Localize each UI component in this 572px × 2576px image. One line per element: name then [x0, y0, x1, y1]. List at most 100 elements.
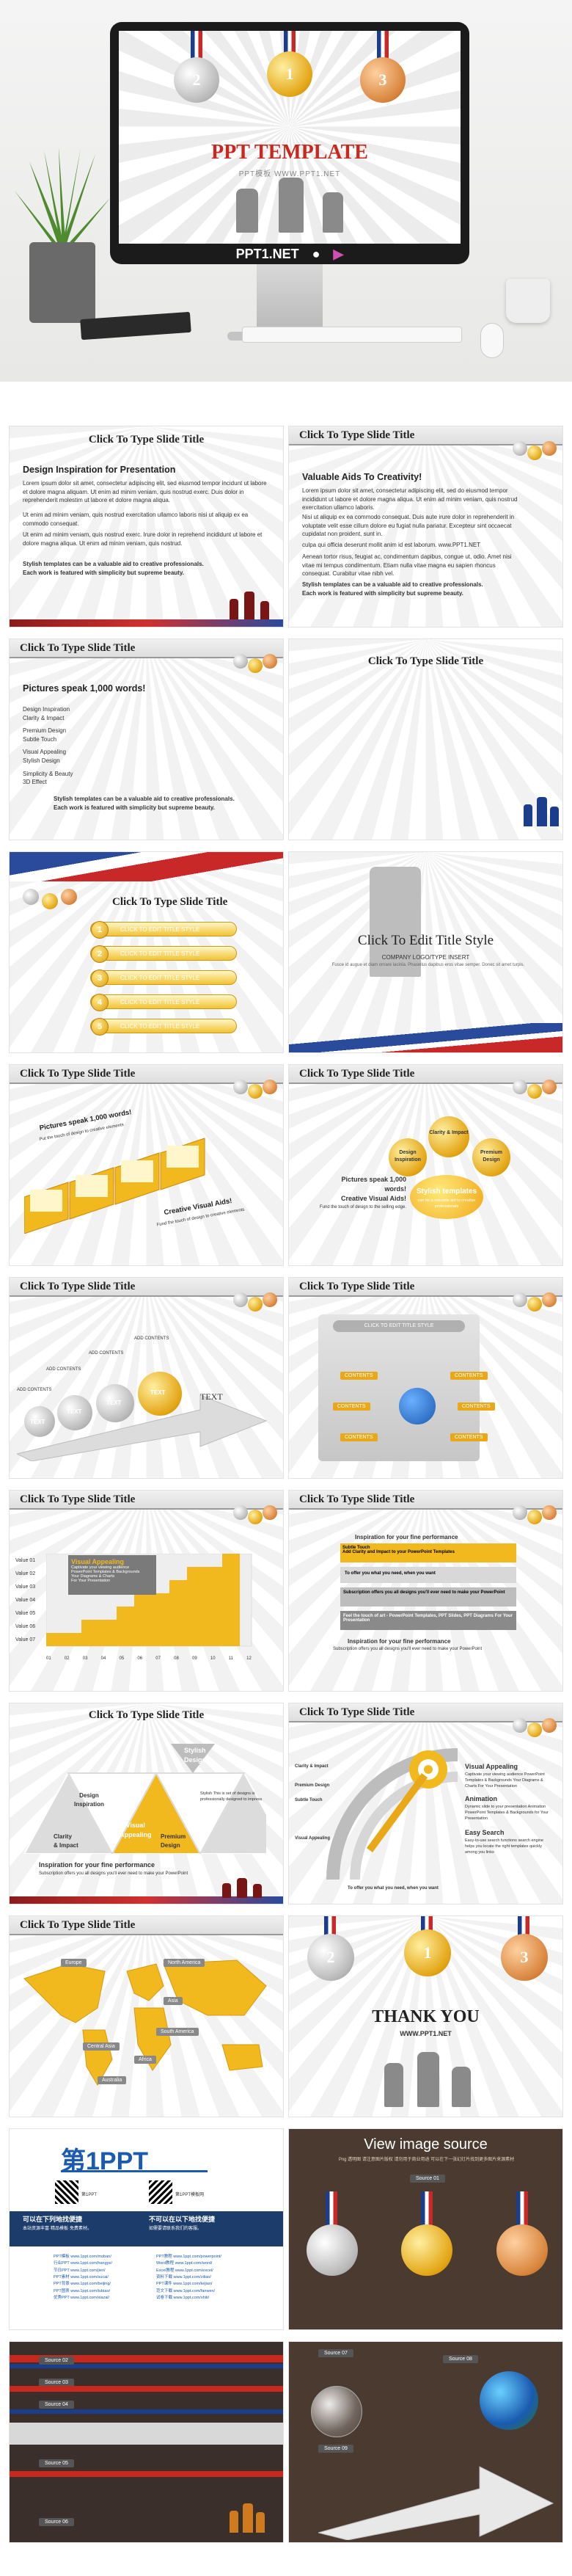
- gray-band: [10, 2423, 283, 2445]
- row-label: Value 05: [15, 1611, 36, 1616]
- stripe: [10, 2409, 283, 2414]
- footer-heading: Inspiration for your fine performance: [348, 1638, 451, 1645]
- winner-figure: [524, 804, 532, 826]
- slide-title: Click To Type Slide Title: [299, 1706, 415, 1718]
- plant-icon: [15, 147, 110, 257]
- slide-12[interactable]: Click To Type Slide Title Inspiration fo…: [288, 1490, 563, 1692]
- image-source-slide[interactable]: View image source Png 透明图 请注意图片版权 请勿用于商业…: [288, 2128, 563, 2330]
- slide-15[interactable]: Click To Type Slide Title Europe North A…: [9, 1915, 284, 2117]
- left-label: Visual Appealing: [295, 1836, 331, 1841]
- slide-2[interactable]: Click To Type Slide Title Valuable Aids …: [288, 426, 563, 627]
- row-label: Value 03: [15, 1584, 36, 1590]
- center-sub: can be a valuable aid to creative profes…: [417, 1198, 476, 1209]
- slide-6[interactable]: Click To Edit Title Style COMPANY LOGO/T…: [288, 851, 563, 1053]
- right-body: Captivate your viewing audience PowerPoi…: [465, 1772, 545, 1789]
- region-tag: Africa: [134, 2056, 156, 2064]
- source-tag[interactable]: Source 04: [39, 2401, 74, 2409]
- circle-label: TEXT: [150, 1389, 166, 1396]
- silhouette: [279, 178, 304, 233]
- content-tag: CONTENTS: [340, 1433, 378, 1441]
- medals-icon: [232, 1279, 279, 1316]
- promo-slide[interactable]: 第1PPT 第1PPT 第1PPT模板网 可以在下列地找便捷 本站资源丰富·精品…: [9, 2128, 284, 2330]
- globe-icon: [480, 2371, 538, 2430]
- right-heading: Visual Appealing: [465, 1763, 518, 1770]
- slide-title: Click To Type Slide Title: [299, 1493, 415, 1505]
- flag-wave: [289, 1023, 562, 1052]
- source-tag[interactable]: Source 07: [318, 2349, 353, 2357]
- node-label: Design Inspiration: [395, 1150, 421, 1163]
- source-tag[interactable]: Source 09: [318, 2445, 353, 2453]
- slide-10[interactable]: Click To Type Slide Title CLICK TO EDIT …: [288, 1277, 563, 1479]
- template-subtitle: PPT模板 WWW.PPT1.NET: [238, 170, 341, 178]
- footer-sub: Subscription offers you all designs you'…: [333, 1647, 483, 1651]
- source-tag[interactable]: Source 02: [39, 2357, 74, 2365]
- winner-figure: [260, 601, 269, 621]
- slide-3[interactable]: Click To Type Slide Title Pictures speak…: [9, 638, 284, 840]
- winner-figure: [243, 2503, 253, 2533]
- slide-7[interactable]: Click To Type Slide Title Pictures speak…: [9, 1064, 284, 1266]
- region-tag: Asia: [164, 1997, 183, 2005]
- subtitle: COMPANY LOGO/TYPE INSERT: [381, 954, 470, 961]
- monitor-screen: 2 1 3 PPT TEMPLATE PPT模板 WWW.PPT1.NET: [119, 31, 461, 244]
- tri-label: Premium Design: [161, 1833, 186, 1849]
- title-band: [10, 1916, 283, 1935]
- link-list-right[interactable]: PPT教程 www.1ppt.com/powerpoint/Word教程 www…: [156, 2255, 221, 2301]
- slide-14[interactable]: Click To Type Slide Title Clarity & Impa…: [288, 1703, 563, 1904]
- text-circle: [138, 1372, 182, 1416]
- ribbon: [191, 31, 202, 60]
- slide-16[interactable]: 2 1 3 THANK YOU WWW.PPT1.NET: [288, 1915, 563, 2117]
- tri-label: Visual Appealing: [120, 1822, 152, 1839]
- slide-8[interactable]: Click To Type Slide Title Design Inspira…: [288, 1064, 563, 1266]
- node-circle: [472, 1138, 510, 1176]
- row-label: Value 06: [15, 1624, 36, 1629]
- stripe: [10, 2386, 283, 2392]
- bronze-medal: 3: [360, 57, 406, 103]
- gold-medal: [42, 893, 58, 909]
- left-label: Clarity & Impact: [295, 1764, 329, 1769]
- slide-title: Click To Type Slide Title: [20, 1493, 136, 1505]
- source-tag[interactable]: Source 08: [443, 2355, 478, 2363]
- slide-11[interactable]: Click To Type Slide Title Value 01 Value…: [9, 1490, 284, 1692]
- medals-icon: [511, 1066, 558, 1103]
- body-sub: Fund the touch of design to the selling …: [319, 1205, 406, 1209]
- ribbon: [324, 1916, 336, 1938]
- slide-13[interactable]: Click To Type Slide Title Stylish Design…: [9, 1703, 284, 1904]
- target-diagram: [326, 1748, 458, 1880]
- silhouette: [323, 192, 343, 233]
- slide-4[interactable]: Click To Type Slide Title: [288, 638, 563, 840]
- row-label: Value 07: [15, 1637, 36, 1642]
- source-tag[interactable]: Source 03: [39, 2379, 74, 2387]
- source-tag[interactable]: Source 06: [39, 2518, 74, 2526]
- slide-1[interactable]: Click To Type Slide Title Design Inspira…: [9, 426, 284, 627]
- circle-caption: ADD CONTENTS: [17, 1388, 52, 1392]
- node-label: Premium Design: [480, 1150, 502, 1163]
- source-tag[interactable]: Source 01: [410, 2175, 445, 2183]
- body-paragraph: Ut enim ad minim veniam, quis nostrud ex…: [23, 531, 263, 547]
- row-box: Subscription offers you all designs you'…: [340, 1587, 516, 1607]
- region-tag: North America: [164, 1959, 205, 1967]
- right-body: Easy-to-use search functions search engi…: [465, 1838, 544, 1855]
- template-title: PPT TEMPLATE: [211, 141, 368, 164]
- row-box: Subtle Touch Add Clarity and Impact to y…: [340, 1543, 516, 1562]
- source-slide-3[interactable]: Source 07 Source 08 Source 09: [288, 2341, 563, 2543]
- tri-label: Clarity & Impact: [54, 1833, 78, 1849]
- content-tag: CONTENTS: [450, 1433, 488, 1441]
- globe-icon: [399, 1388, 436, 1425]
- link-list-left[interactable]: PPT模板 www.1ppt.com/moban/行业PPT www.1ppt.…: [54, 2255, 112, 2301]
- tri-label: Design Inspiration: [74, 1792, 104, 1808]
- source-tag[interactable]: Source 05: [39, 2459, 74, 2467]
- winner-figure: [244, 592, 254, 621]
- text-circle: [24, 1406, 55, 1437]
- slide-9[interactable]: Click To Type Slide Title TEXT TEXT TEXT…: [9, 1277, 284, 1479]
- circle-caption: ADD CONTENTS: [46, 1367, 81, 1372]
- tagline: Stylish templates can be a valuable aid …: [54, 796, 235, 811]
- stripe: [10, 2471, 283, 2477]
- body-paragraph: Lorem ipsum dolor sit amet, consectetur …: [23, 480, 267, 504]
- source-slide-2[interactable]: Source 02 Source 03 Source 04 Source 05 …: [9, 2341, 284, 2543]
